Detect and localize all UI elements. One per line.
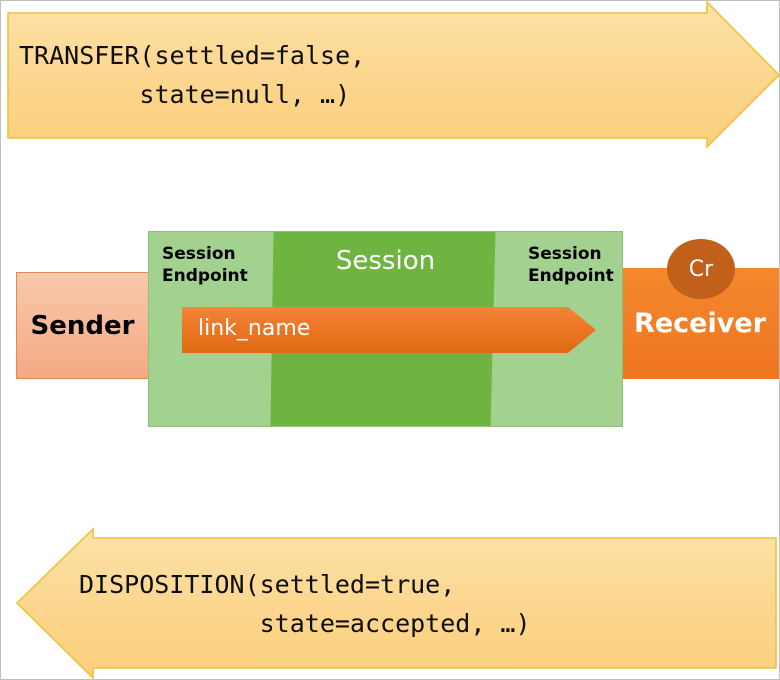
- transfer-arrow-shape: [7, 1, 779, 149]
- sender-label: Sender: [30, 310, 135, 341]
- credit-badge: Cr: [667, 239, 735, 299]
- sender-box: Sender: [16, 272, 149, 379]
- receiver-label: Receiver: [634, 308, 766, 339]
- credit-badge-label: Cr: [688, 256, 714, 282]
- session-endpoint-left-label: Session Endpoint: [162, 244, 248, 287]
- disposition-arrow: DISPOSITION(settled=true, state=accepted…: [1, 521, 779, 679]
- transfer-arrow: TRANSFER(settled=false, state=null, …): [1, 1, 779, 161]
- transfer-arrow-line1: TRANSFER(settled=false,: [19, 41, 366, 70]
- link-name-arrow-shape: [182, 307, 596, 353]
- disposition-arrow-line1: DISPOSITION(settled=true,: [79, 570, 456, 599]
- link-name-arrow: link_name: [182, 307, 596, 353]
- disposition-arrow-line2: state=accepted, …): [79, 609, 531, 638]
- transfer-arrow-line2: state=null, …): [19, 80, 351, 109]
- disposition-arrow-shape: [15, 527, 777, 679]
- link-name-label: link_name: [198, 316, 311, 341]
- session-center-label: Session: [335, 246, 436, 276]
- session-endpoint-right-label: Session Endpoint: [528, 244, 614, 287]
